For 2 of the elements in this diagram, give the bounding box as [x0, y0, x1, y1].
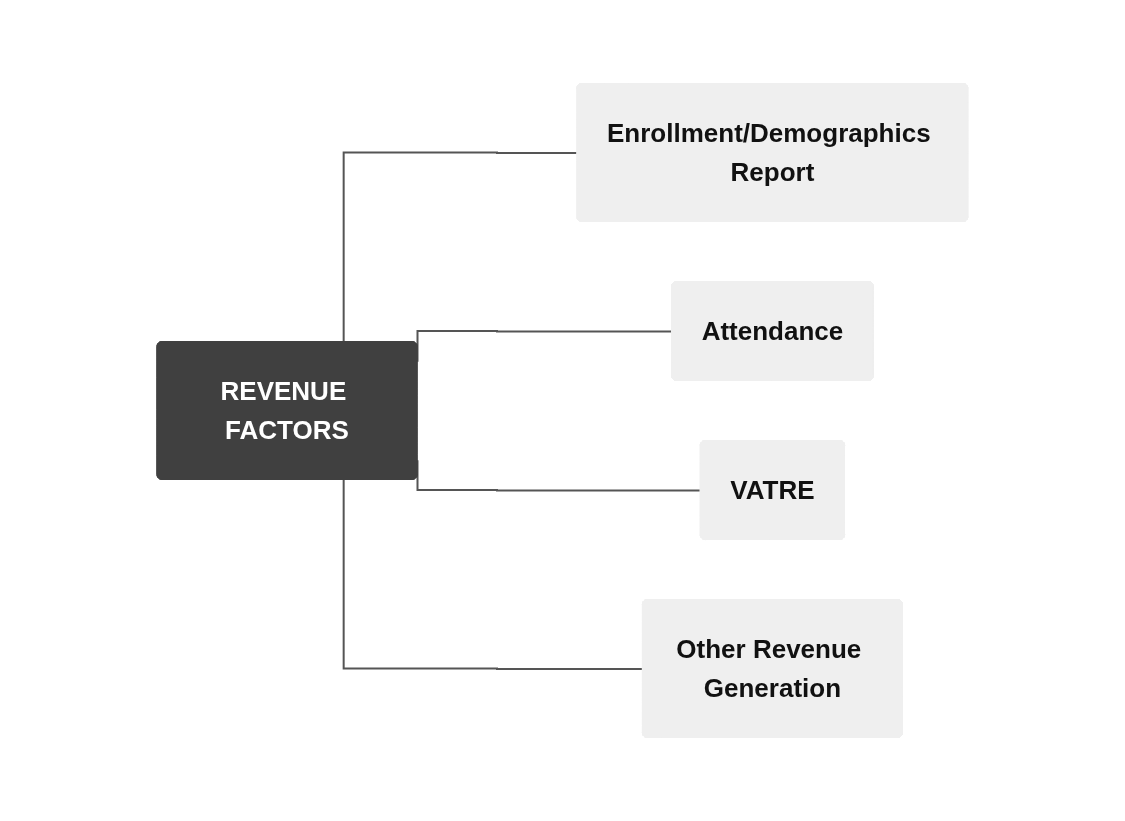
connector	[342, 151, 579, 343]
connector	[342, 479, 644, 670]
